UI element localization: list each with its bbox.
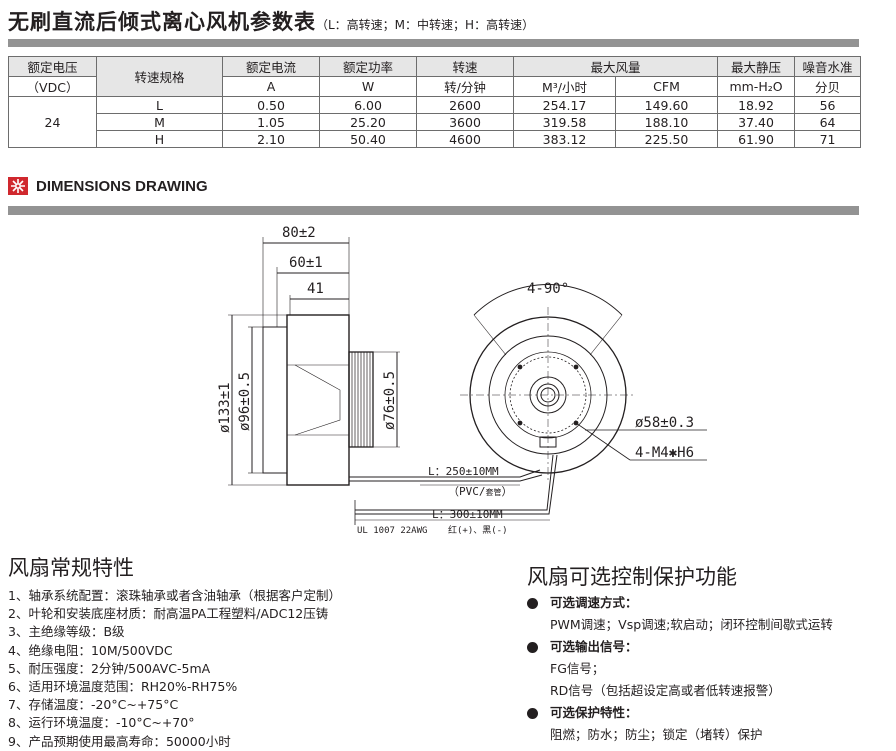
table-row: 24 L 0.50 6.00 2600 254.17 149.60 18.92 … [8,96,862,148]
dim-60: 60±1 [289,255,323,271]
bullet-icon [527,707,538,719]
unit-noise: 分贝 [794,76,862,97]
table-row: M 1.05 25.20 3600 319.58 188.10 37.40 64 [9,113,862,131]
cell-m3h: 254.17 [513,96,616,114]
option-line: PWM调速；Vsp调速;软启动；闭环控制间歇式运转 [550,617,833,632]
features-title: 风扇常规特性 [8,556,134,580]
cell-pressure: 37.40 [717,113,796,131]
spec-table: 额定电压 转速规格 额定电流 额定功率 转速 最大风量 最大静压 噪音水准 （V… [8,56,862,148]
dimensions-divider-bar [8,206,859,215]
cell-current: 0.50 [222,96,320,114]
cell-noise: 64 [794,113,862,131]
header-voltage: 额定电压 [8,56,97,77]
dim-41: 41 [307,281,324,297]
option-line: RD信号（包括超设定高或者低转速报警） [550,683,781,698]
unit-airflow-cfm: CFM [614,76,719,97]
page-title: 无刷直流后倾式离心风机参数表（L：高转速；M：中转速；H：高转速） [8,6,534,36]
unit-rpm: 转/分钟 [416,76,514,97]
header-power: 额定功率 [319,56,417,77]
list-item: 6、适用环境温度范围：RH20%-RH75% [8,679,238,695]
cell-cfm: 225.50 [614,130,719,148]
table-header-row: 额定电压 转速规格 额定电流 额定功率 转速 最大风量 最大静压 噪音水准 [8,56,862,97]
unit-airflow-m3h: M³/小时 [513,76,616,97]
list-item: 2、叶轮和安装底座材质：耐高温PA工程塑料/ADC12压铸 [8,606,329,622]
cell-spec: H [96,130,223,148]
option-line: FG信号； [550,661,605,676]
cell-pressure: 61.90 [717,130,796,148]
dimensions-heading-text: DIMENSIONS DRAWING [36,177,208,195]
cell-m3h: 319.58 [513,113,616,131]
dim-m4: 4-M4✱H6 [635,445,694,461]
cell-power: 6.00 [319,96,417,114]
cell-spec: M [96,113,223,131]
table-row: H 2.10 50.40 4600 383.12 225.50 61.90 71 [9,130,862,148]
header-divider-bar [8,39,859,47]
dim-58: ø58±0.3 [635,415,694,431]
header-pressure: 最大静压 [717,56,796,77]
list-item: 4、绝缘电阻：10M/500VDC [8,642,173,658]
unit-power: W [319,76,417,97]
header-speed-spec: 转速规格 [96,56,223,97]
list-item: 5、耐压强度：2分钟/500AVC-5mA [8,660,211,676]
dimensions-drawing: 80±2 60±1 41 4-90° ø58±0.3 4-M4✱H6 ø133±… [217,225,707,536]
fan-logo-icon [8,177,28,195]
wire-spec: UL 1007 22AWG [357,526,427,536]
list-item: 8、运行环境温度：-10°C~+70° [8,715,195,731]
cell-rpm: 4600 [416,130,514,148]
cell-spec: L [96,96,223,114]
table-unit-row: （VDC） A W 转/分钟 M³/小时 CFM mm-H₂O 分贝 [8,76,862,97]
option-line: 阻燃；防水；防尘；锁定（堵转）保护 [550,727,763,742]
options-list: 可选调速方式： PWM调速；Vsp调速;软启动；闭环控制间歇式运转 可选输出信号… [527,592,833,746]
dim-angle: 4-90° [527,281,569,297]
dim-96: ø96±0.5 [237,372,253,431]
page-title-text: 无刷直流后倾式离心风机参数表 [8,10,316,34]
side-view-drawing [228,237,558,525]
option-group-heading: 可选输出信号： [527,636,833,658]
dimensions-heading: DIMENSIONS DRAWING [8,177,208,195]
header-airflow: 最大风量 [512,56,719,77]
cell-current: 2.10 [222,130,320,148]
cell-m3h: 383.12 [513,130,616,148]
front-view-drawing [460,284,707,483]
cell-current: 1.05 [222,113,320,131]
cell-power: 25.20 [319,113,417,131]
cell-rpm: 3600 [416,113,514,131]
bullet-icon [527,641,538,653]
list-item: 3、主绝缘等级：B级 [8,624,125,640]
dim-l300: L：300±10MM [432,508,503,521]
options-title: 风扇可选控制保护功能 [527,565,737,589]
cell-power: 50.40 [319,130,417,148]
option-group-heading: 可选保护特性： [527,702,833,724]
features-list: 1、轴承系统配置：滚珠轴承或者含油轴承（根据客户定制） 2、叶轮和安装底座材质：… [8,587,341,751]
list-item: 1、轴承系统配置：滚珠轴承或者含油轴承（根据客户定制） [8,588,341,603]
speed-legend-note: （L：高转速；M：中转速；H：高转速） [316,18,535,32]
cell-cfm: 188.10 [614,113,719,131]
dim-l250: L：250±10MM [428,465,499,478]
list-item: 7、存储温度：-20°C~+75°C [8,697,179,713]
wire-colors: 红(+)、黑(-) [448,524,508,536]
cell-noise: 71 [794,130,862,148]
option-group-heading: 可选调速方式： [527,592,833,614]
dim-133: ø133±1 [217,382,233,433]
unit-pressure: mm-H₂O [717,76,796,97]
list-item: 9、产品预期使用最高寿命：50000小时 [8,733,231,749]
header-noise: 噪音水准 [794,56,862,77]
header-current: 额定电流 [222,56,320,77]
voltage-value: 24 [8,96,97,148]
unit-voltage: （VDC） [8,76,97,97]
dim-76: ø76±0.5 [382,371,398,430]
cell-rpm: 2600 [416,96,514,114]
cell-pressure: 18.92 [717,96,796,114]
unit-current: A [222,76,320,97]
bullet-icon [527,597,538,609]
cell-noise: 56 [794,96,862,114]
cell-cfm: 149.60 [614,96,719,114]
header-rpm: 转速 [416,56,514,77]
dim-80: 80±2 [282,225,316,241]
dim-pvc: （PVC/套管） [448,485,513,498]
